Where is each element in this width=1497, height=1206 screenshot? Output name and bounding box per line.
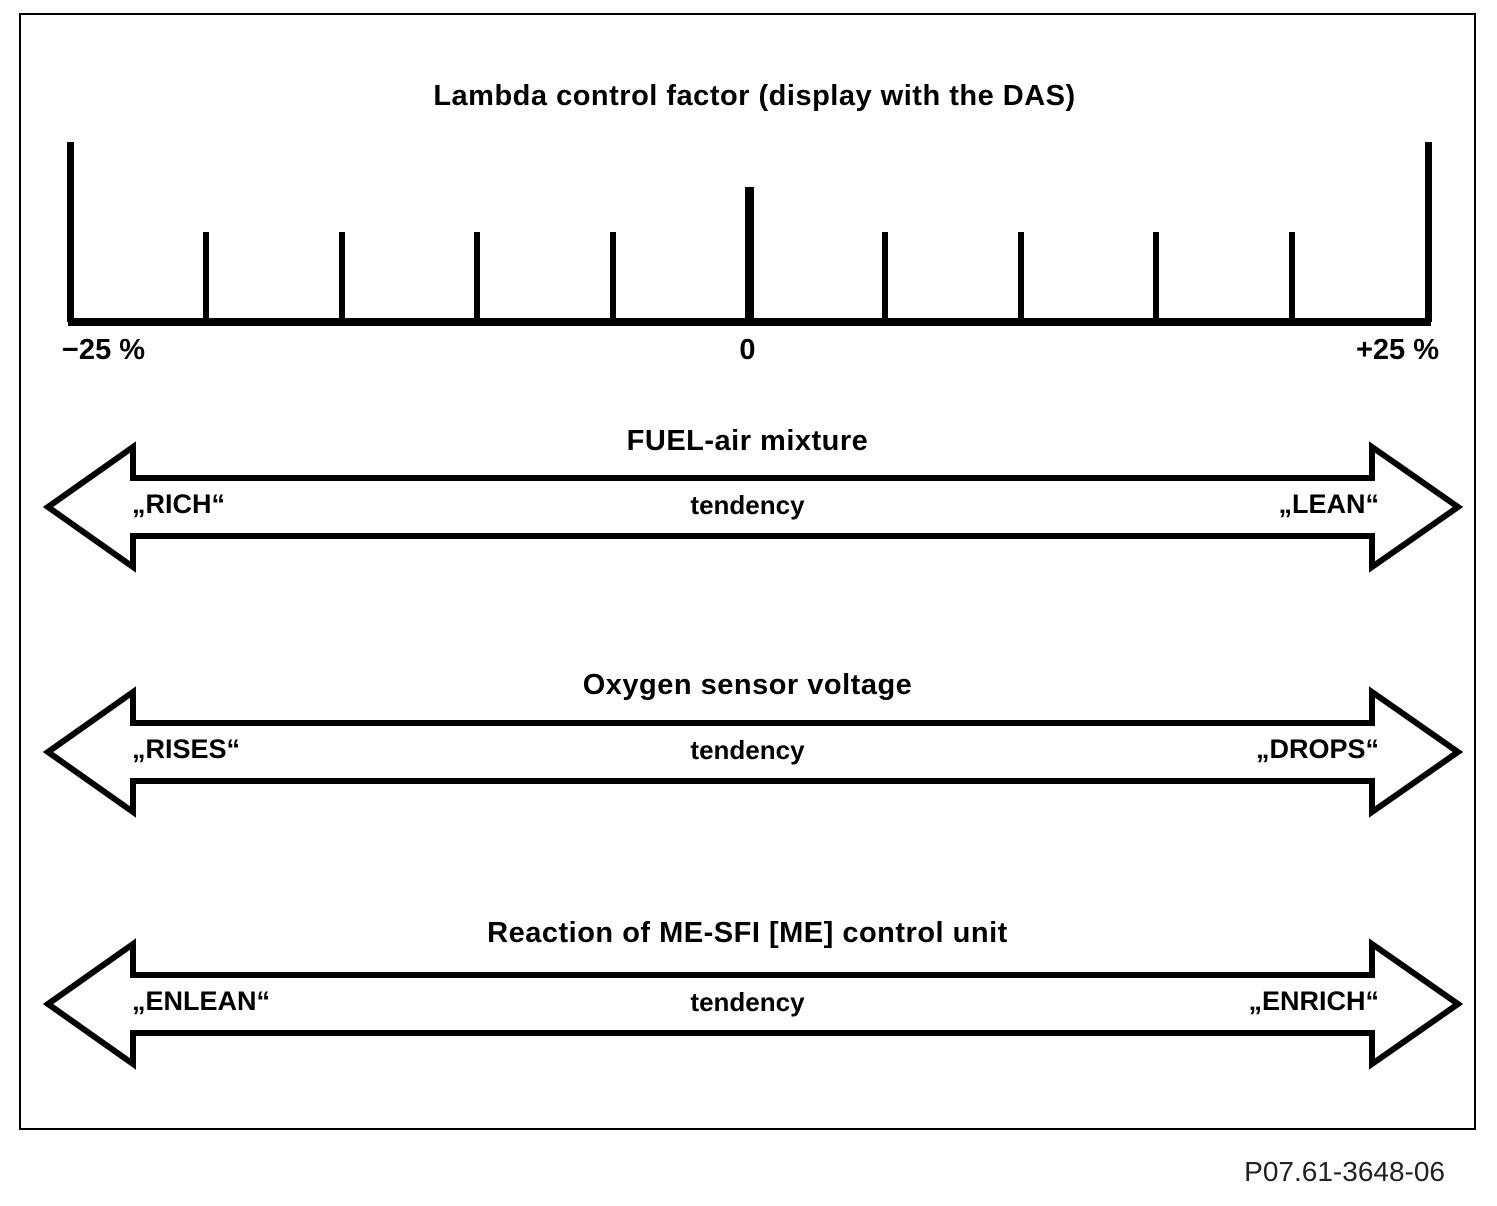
diagram-frame: [19, 13, 1476, 1130]
scale-tick: [474, 232, 481, 322]
scale-tick: [744, 187, 754, 322]
arrow-center-label-tendency: tendency: [690, 490, 805, 520]
scale-tick: [66, 142, 74, 322]
double-arrow-icon: [42, 686, 1464, 818]
arrow-left-label-rises: „RISES“: [132, 734, 241, 764]
arrow-center-label-tendency: tendency: [690, 987, 805, 1017]
scale-tick: [202, 232, 209, 322]
arrow-title-oxygen-sensor-voltage: Oxygen sensor voltage: [582, 669, 913, 701]
arrow-title-me-sfi-reaction: Reaction of ME-SFI [ME] control unit: [487, 917, 1008, 949]
arrow-left-label-enlean: „ENLEAN“: [132, 986, 271, 1016]
arrow-left-label-rich: „RICH“: [132, 489, 225, 519]
double-arrow-icon: [42, 938, 1464, 1070]
scale-tick: [1153, 232, 1160, 322]
scale-label-zero: 0: [739, 334, 756, 366]
scale-baseline: [68, 318, 1431, 326]
scale-tick: [1424, 142, 1432, 322]
scale-label-plus25: +25 %: [1355, 334, 1439, 366]
arrow-center-label-tendency: tendency: [690, 735, 805, 765]
arrow-title-fuel-air-mixture: FUEL-air mixture: [626, 425, 869, 457]
arrow-right-label-lean: „LEAN“: [1278, 489, 1380, 519]
arrow-right-label-enrich: „ENRICH“: [1248, 986, 1379, 1016]
double-arrow-icon: [42, 441, 1464, 573]
scale-tick: [338, 232, 345, 322]
scale-tick: [1017, 232, 1024, 322]
scale-tick: [881, 232, 888, 322]
scale-label-minus25: −25 %: [62, 334, 146, 366]
arrow-right-label-drops: „DROPS“: [1255, 734, 1379, 764]
scale-tick: [610, 232, 617, 322]
reference-number: P07.61-3648-06: [1244, 1156, 1445, 1187]
scale-tick: [1289, 232, 1296, 322]
figure-title: Lambda control factor (display with the …: [433, 80, 1076, 112]
